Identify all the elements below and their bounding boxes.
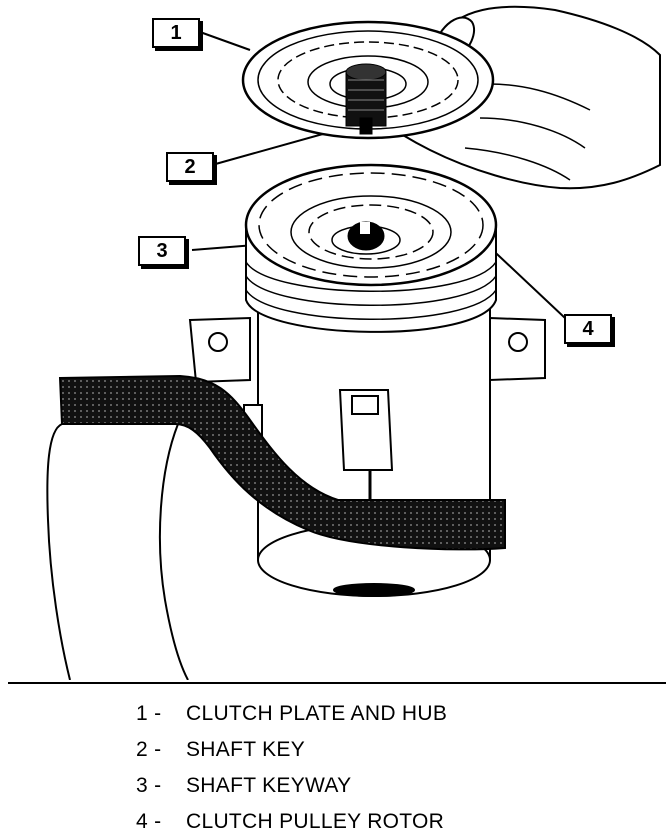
leader-1	[199, 31, 251, 51]
legend-item: 2 - SHAFT KEY	[136, 732, 447, 768]
legend: 1 - CLUTCH PLATE AND HUB 2 - SHAFT KEY 3 -…	[136, 696, 447, 840]
separator-line	[8, 682, 666, 684]
callout-3: 3	[138, 236, 186, 266]
legend-item: 1 - CLUTCH PLATE AND HUB	[136, 696, 447, 732]
legend-number: 2 -	[136, 738, 162, 761]
legend-number: 1 -	[136, 702, 162, 725]
clutch-pulley-rotor	[244, 163, 498, 333]
legend-number: 4 -	[136, 810, 162, 833]
legend-number: 3 -	[136, 774, 162, 797]
hand	[357, 5, 661, 190]
callout-4: 4	[564, 314, 612, 344]
legend-item: 3 - SHAFT KEYWAY	[136, 768, 447, 804]
clutch-plate-and-hub	[241, 20, 495, 140]
callout-2: 2	[166, 152, 214, 182]
holding-strap	[58, 374, 506, 551]
callout-1: 1	[152, 18, 200, 48]
legend-label: CLUTCH PULLEY ROTOR	[186, 810, 445, 833]
compressor-clutch-illustration	[46, 5, 661, 680]
legend-label: CLUTCH PLATE AND HUB	[186, 702, 448, 725]
legend-label: SHAFT KEY	[186, 738, 306, 761]
legend-item: 4 - CLUTCH PULLEY ROTOR	[136, 804, 447, 840]
leader-2	[211, 131, 331, 166]
legend-label: SHAFT KEYWAY	[186, 774, 352, 797]
bench-fixture	[46, 423, 189, 680]
